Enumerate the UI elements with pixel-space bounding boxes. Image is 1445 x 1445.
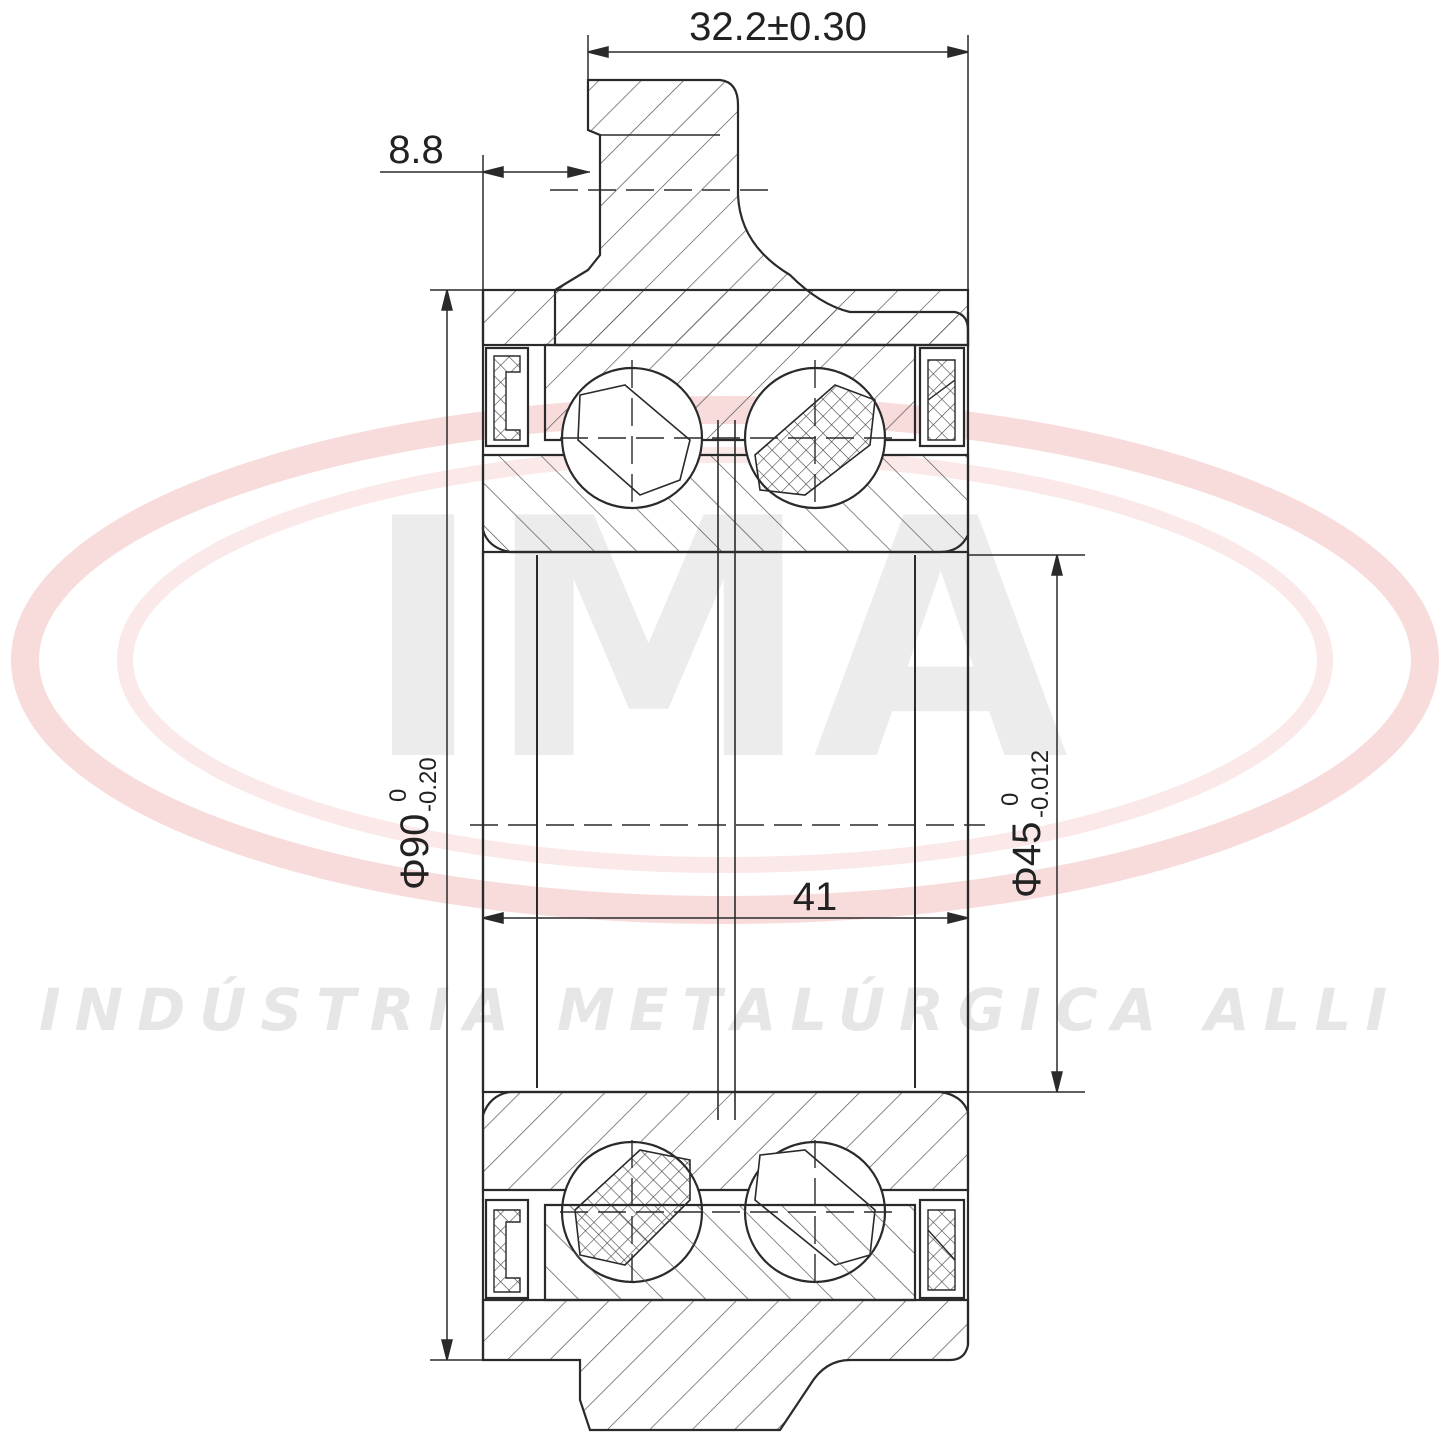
- logo-subtitle: INDÚSTRIA METALÚRGICA ALLI: [39, 975, 1401, 1044]
- dim-inner-diameter: Φ45 0 -0.012: [997, 750, 1054, 898]
- dim-overall-width: 32.2±0.30: [689, 5, 867, 49]
- dim-flange-offset: 8.8: [388, 128, 444, 172]
- dim-bore-length: 41: [793, 875, 838, 919]
- svg-text:0: 0: [997, 793, 1024, 806]
- lower-flange: [481, 1298, 970, 1432]
- outer-raceway-lower: [543, 1203, 917, 1302]
- svg-text:Φ90: Φ90: [393, 814, 437, 890]
- svg-text:-0.20: -0.20: [415, 757, 442, 812]
- dim-outer-diameter: Φ90 0 -0.20: [385, 757, 442, 890]
- inner-ring-upper: [481, 453, 970, 554]
- svg-text:Φ45: Φ45: [1005, 822, 1049, 898]
- inner-ring-lower: [481, 1090, 970, 1192]
- outer-ring-top: [481, 288, 970, 347]
- svg-text:0: 0: [385, 789, 412, 802]
- svg-text:-0.012: -0.012: [1027, 750, 1054, 818]
- cage-upper-left: [577, 384, 691, 496]
- bearing-section: [470, 78, 985, 1432]
- dimensions: [380, 35, 1085, 1361]
